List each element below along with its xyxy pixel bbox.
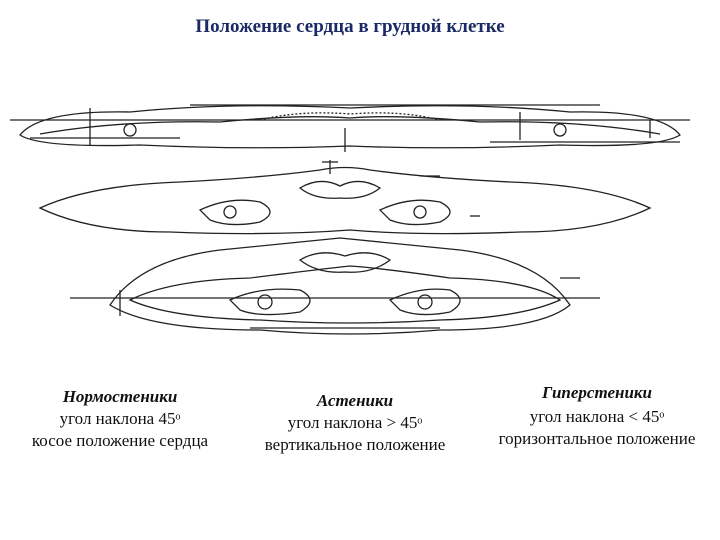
column-angle: угол наклона 45ᵒ: [59, 409, 181, 428]
column-position: косое положение сердца: [31, 431, 209, 450]
column-normosthenic: Нормостеники угол наклона 45ᵒ косое поло…: [5, 386, 235, 452]
column-heading: Астеники: [316, 391, 394, 410]
column-position: вертикальное положение: [264, 435, 446, 454]
column-position: горизонтальное положение: [498, 429, 696, 448]
cross-section-wide: [10, 104, 690, 152]
chest-cross-section-diagram: [10, 104, 690, 335]
cross-section-medium: [38, 160, 652, 235]
column-hypersthenic: Гиперстеники угол наклона < 45ᵒ горизонт…: [472, 382, 720, 450]
column-heading: Гиперстеники: [542, 383, 652, 402]
column-asthenic: Астеники угол наклона > 45ᵒ вертикальное…: [245, 390, 465, 456]
cross-section-narrow: [70, 237, 600, 335]
column-angle: угол наклона < 45ᵒ: [529, 407, 665, 426]
column-angle: угол наклона > 45ᵒ: [287, 413, 423, 432]
page-title: Положение сердца в грудной клетке: [195, 16, 505, 37]
column-heading: Нормостеники: [62, 387, 178, 406]
